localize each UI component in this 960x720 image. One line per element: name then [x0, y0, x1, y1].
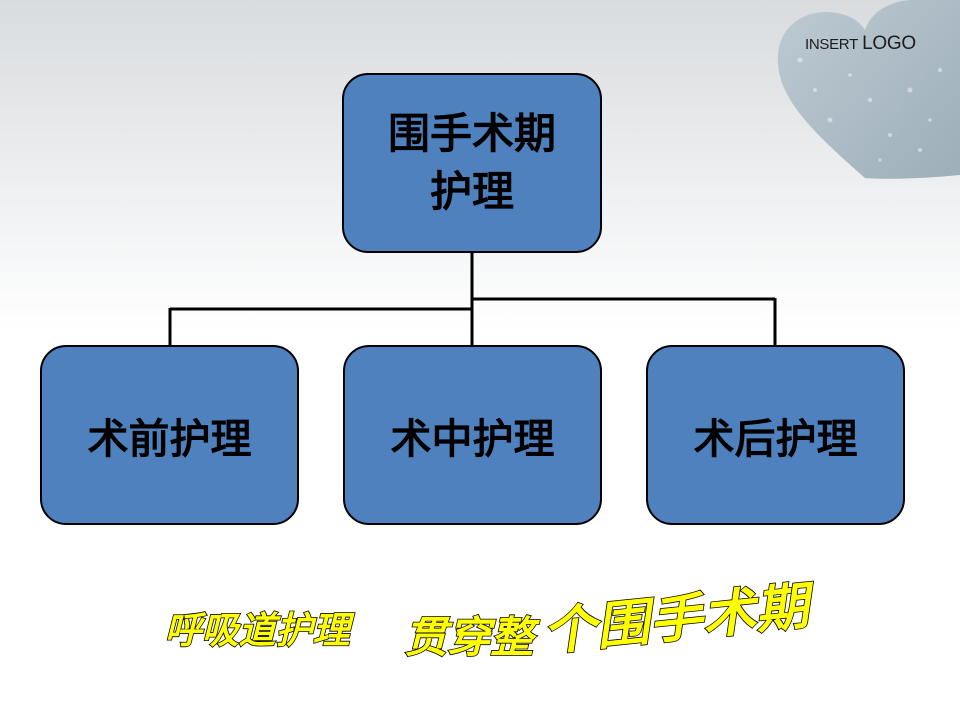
logo-text: INSERT LOGO — [805, 33, 916, 55]
root-node-perioperative-care: 围手术期护理 — [342, 73, 602, 253]
logo-word-logo: LOGO — [862, 33, 916, 54]
heart-logo-decoration — [777, 0, 960, 179]
banner-part-1: 呼吸道护理 — [162, 609, 358, 652]
child-node-postoperative-care: 术后护理 — [646, 345, 905, 525]
banner-part-2: 贯穿整 — [402, 613, 544, 663]
logo-word-insert: INSERT — [805, 36, 858, 53]
banner-part-3: 个围手术期 — [543, 576, 817, 663]
child-node-intraoperative-care: 术中护理 — [343, 345, 602, 525]
child-node-preoperative-care: 术前护理 — [40, 345, 299, 525]
